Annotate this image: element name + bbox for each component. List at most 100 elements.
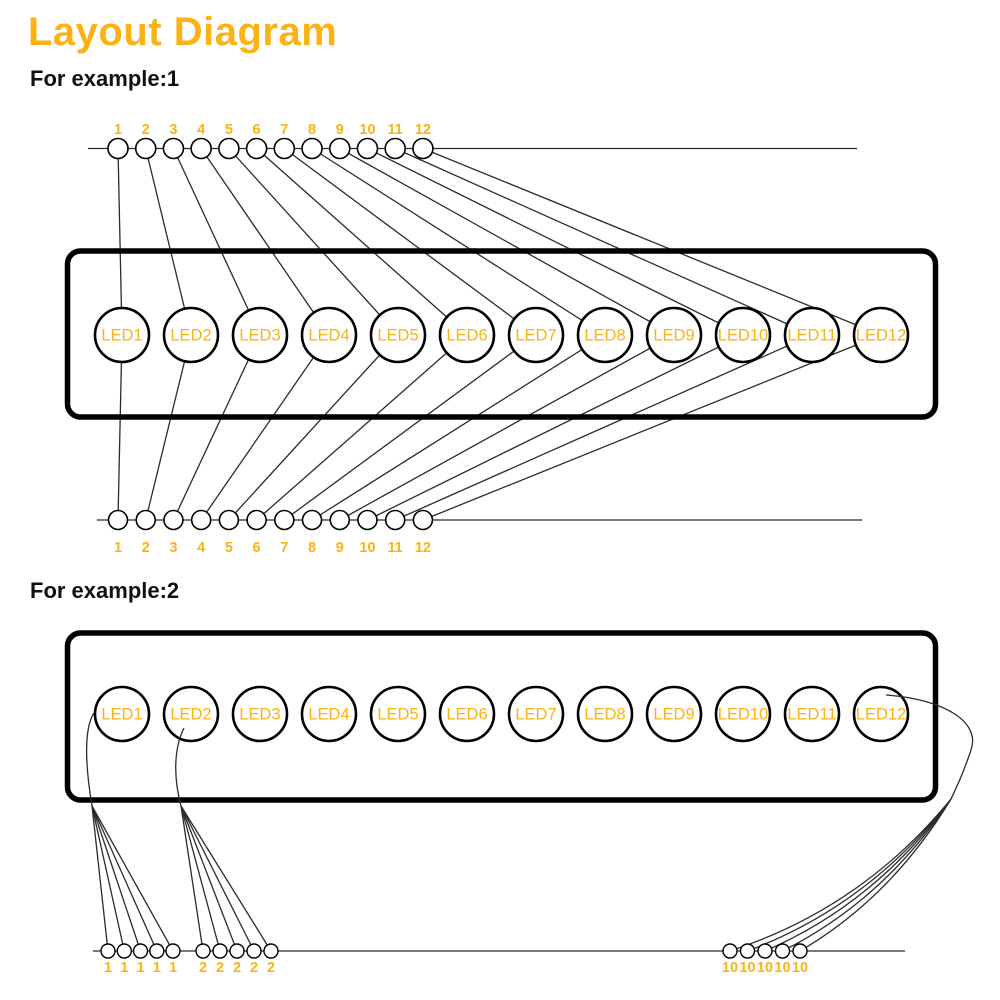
example2-led-label: LED2 <box>170 705 211 723</box>
example1-led-label: LED4 <box>308 326 349 344</box>
top-pin-circle-1 <box>107 137 129 160</box>
top-pin-number: 8 <box>308 122 316 138</box>
top-pin-circle-2 <box>134 137 157 160</box>
example1-led-circle-11 <box>783 306 841 364</box>
example2-pin-number: 10 <box>792 960 808 976</box>
example2-pin-number: 2 <box>199 960 207 976</box>
example1-led-label: LED9 <box>653 326 694 344</box>
example2-led-circle-6 <box>438 685 496 743</box>
example1-led-label: LED5 <box>377 326 418 344</box>
top-pin-number: 9 <box>336 122 344 138</box>
bottom-pin-circle-3 <box>163 509 184 531</box>
example1-led-circle-4 <box>300 306 358 364</box>
example2-led-label: LED5 <box>377 705 418 723</box>
fan-wire-led12 <box>799 798 952 952</box>
example2-pin-number: 10 <box>774 960 790 976</box>
example2-led-circle-1 <box>93 685 151 743</box>
bottom-pin-circle-1 <box>107 509 129 531</box>
example2-pin-number: 10 <box>757 960 773 976</box>
top-pin-circle-4 <box>190 137 212 160</box>
bottom-pin-circle-4 <box>190 509 212 531</box>
top-pin-number: 4 <box>197 122 205 138</box>
example2-led-circle-12 <box>852 685 910 743</box>
bottom-pin-number: 6 <box>253 540 261 556</box>
example1-label: For example:1 <box>30 66 180 91</box>
example2-pin-circle-led2 <box>263 943 279 959</box>
example1-led-label: LED6 <box>446 326 487 344</box>
bottom-pin-number: 1 <box>114 540 122 556</box>
example2-led-label: LED9 <box>653 705 694 723</box>
fan-wire-led2 <box>180 805 255 952</box>
example2-pin-circle-led12 <box>792 943 808 959</box>
bottom-pin-number: 9 <box>336 540 344 556</box>
example2-pin-number: 1 <box>104 960 112 976</box>
bottom-pin-circle-5 <box>218 509 240 531</box>
example1-led-label: LED7 <box>515 326 556 344</box>
bottom-pin-circle-7 <box>274 509 295 531</box>
top-pin-circle-3 <box>162 137 185 160</box>
bottom-pin-circle-8 <box>301 509 323 531</box>
example2-pin-number: 2 <box>267 960 275 976</box>
example2-pin-circle-led1 <box>149 943 165 959</box>
fan-wire-led2 <box>180 805 204 952</box>
example2-led-circle-3 <box>231 685 289 743</box>
top-pin-number: 10 <box>359 122 375 138</box>
example2-pin-number: 10 <box>722 960 738 976</box>
example2-pin-circle-led1 <box>132 943 149 959</box>
fan-wire-led1 <box>91 805 125 952</box>
bottom-pin-number: 8 <box>308 540 316 556</box>
fan-wire-led1 <box>91 805 174 952</box>
example2-pin-circle-led12 <box>757 943 773 959</box>
wire-from-led1 <box>85 712 95 807</box>
example2-led-label: LED11 <box>787 705 836 723</box>
example2-panel-box <box>64 630 939 803</box>
example2-led-label: LED4 <box>308 705 349 723</box>
example1-led-label: LED2 <box>170 326 211 344</box>
example2-led-circle-9 <box>645 685 703 743</box>
bottom-pin-circle-2 <box>135 509 157 531</box>
fan-wire-led2 <box>180 805 272 952</box>
fan-wire-led12 <box>747 798 952 952</box>
bottom-pin-number: 5 <box>225 540 233 556</box>
example2-pin-circle-led12 <box>774 943 791 959</box>
bottom-pin-number: 4 <box>197 540 205 556</box>
example2-led-label: LED3 <box>239 705 280 723</box>
top-pin-number: 5 <box>225 122 233 138</box>
example2-led-circle-8 <box>576 685 634 743</box>
example1-led-circle-10 <box>714 306 772 364</box>
example1-led-circle-1 <box>93 306 151 364</box>
top-pin-number: 7 <box>280 122 288 138</box>
example2-pin-number: 2 <box>216 960 224 976</box>
example2-led-circle-5 <box>369 685 427 743</box>
example2-led-circle-10 <box>714 685 772 743</box>
example1-led-circle-7 <box>507 306 565 364</box>
example1-led-circle-3 <box>231 306 289 364</box>
fan-wire-led12 <box>764 798 952 952</box>
example2-pin-circle-led12 <box>739 943 756 959</box>
fan-wire-led12 <box>729 798 952 952</box>
example1-led-label: LED3 <box>239 326 280 344</box>
example1-led-circle-2 <box>162 306 220 364</box>
example2-pin-circle-led12 <box>722 943 738 959</box>
bottom-pin-circle-6 <box>246 509 267 531</box>
fan-wire-led12 <box>782 798 952 952</box>
bottom-pin-circle-9 <box>329 509 351 531</box>
example1-panel-box <box>64 248 939 420</box>
example2-led-circle-4 <box>300 685 358 743</box>
top-pin-circle-11 <box>384 137 407 160</box>
example1-led-label: LED11 <box>787 326 836 344</box>
example2-led-label: LED8 <box>584 705 625 723</box>
bottom-pin-number: 2 <box>142 540 150 556</box>
example2-pin-number: 1 <box>120 960 128 976</box>
example1-led-label: LED1 <box>101 326 142 344</box>
example2-led-label: LED6 <box>446 705 487 723</box>
example2-pin-circle-led2 <box>195 943 211 959</box>
example2-pin-number: 1 <box>169 960 177 976</box>
fan-wire-led1 <box>91 805 109 952</box>
top-pin-number: 1 <box>114 122 122 138</box>
example2-pin-circle-led2 <box>212 943 228 959</box>
example2-led-circle-7 <box>507 685 565 743</box>
bottom-pin-number: 3 <box>169 540 177 556</box>
example2-pin-circle-led2 <box>229 943 245 959</box>
example1-led-circle-8 <box>576 306 634 364</box>
